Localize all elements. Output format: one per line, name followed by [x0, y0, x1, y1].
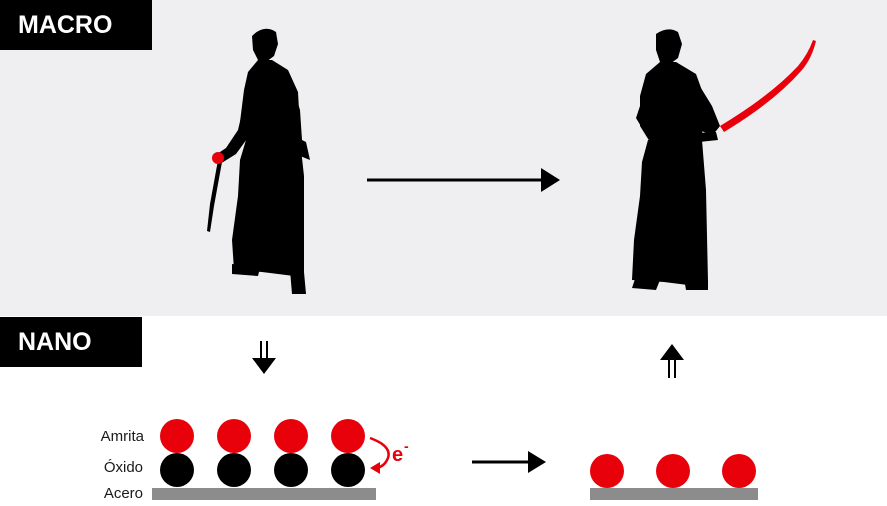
nano-label: NANO: [0, 317, 142, 367]
amrita-particle: [722, 454, 756, 488]
amrita-particle: [217, 419, 251, 453]
hilt-red-dot: [212, 152, 224, 164]
macro-label: MACRO: [0, 0, 152, 50]
double-up-arrow-icon: [660, 344, 684, 378]
oxide-particle: [217, 453, 251, 487]
amrita-row-label: Amrita: [100, 428, 144, 445]
amrita-particle: [160, 419, 194, 453]
nano-transition-arrow: [472, 451, 546, 473]
electron-symbol: e: [392, 444, 403, 466]
amrita-particle: [274, 419, 308, 453]
samurai-right-silhouette: [632, 29, 816, 290]
amrita-particle: [590, 454, 624, 488]
nano-left-stack: e -: [152, 419, 409, 500]
oxide-particle: [331, 453, 365, 487]
macro-transition-arrow: [367, 168, 560, 192]
steel-layer-left: [152, 488, 376, 500]
acero-row-label: Acero: [103, 485, 143, 502]
oxido-row-label: Óxido: [103, 459, 143, 476]
oxide-particle: [274, 453, 308, 487]
amrita-particle: [656, 454, 690, 488]
electron-charge: -: [404, 438, 409, 454]
samurai-left-silhouette: [207, 28, 310, 294]
amrita-particle: [331, 419, 365, 453]
oxide-particle: [160, 453, 194, 487]
double-down-arrow-icon: [252, 341, 276, 374]
macro-panel: [0, 0, 887, 316]
steel-layer-right: [590, 488, 758, 500]
nano-right-stack: [590, 454, 758, 500]
red-blade: [720, 40, 816, 132]
